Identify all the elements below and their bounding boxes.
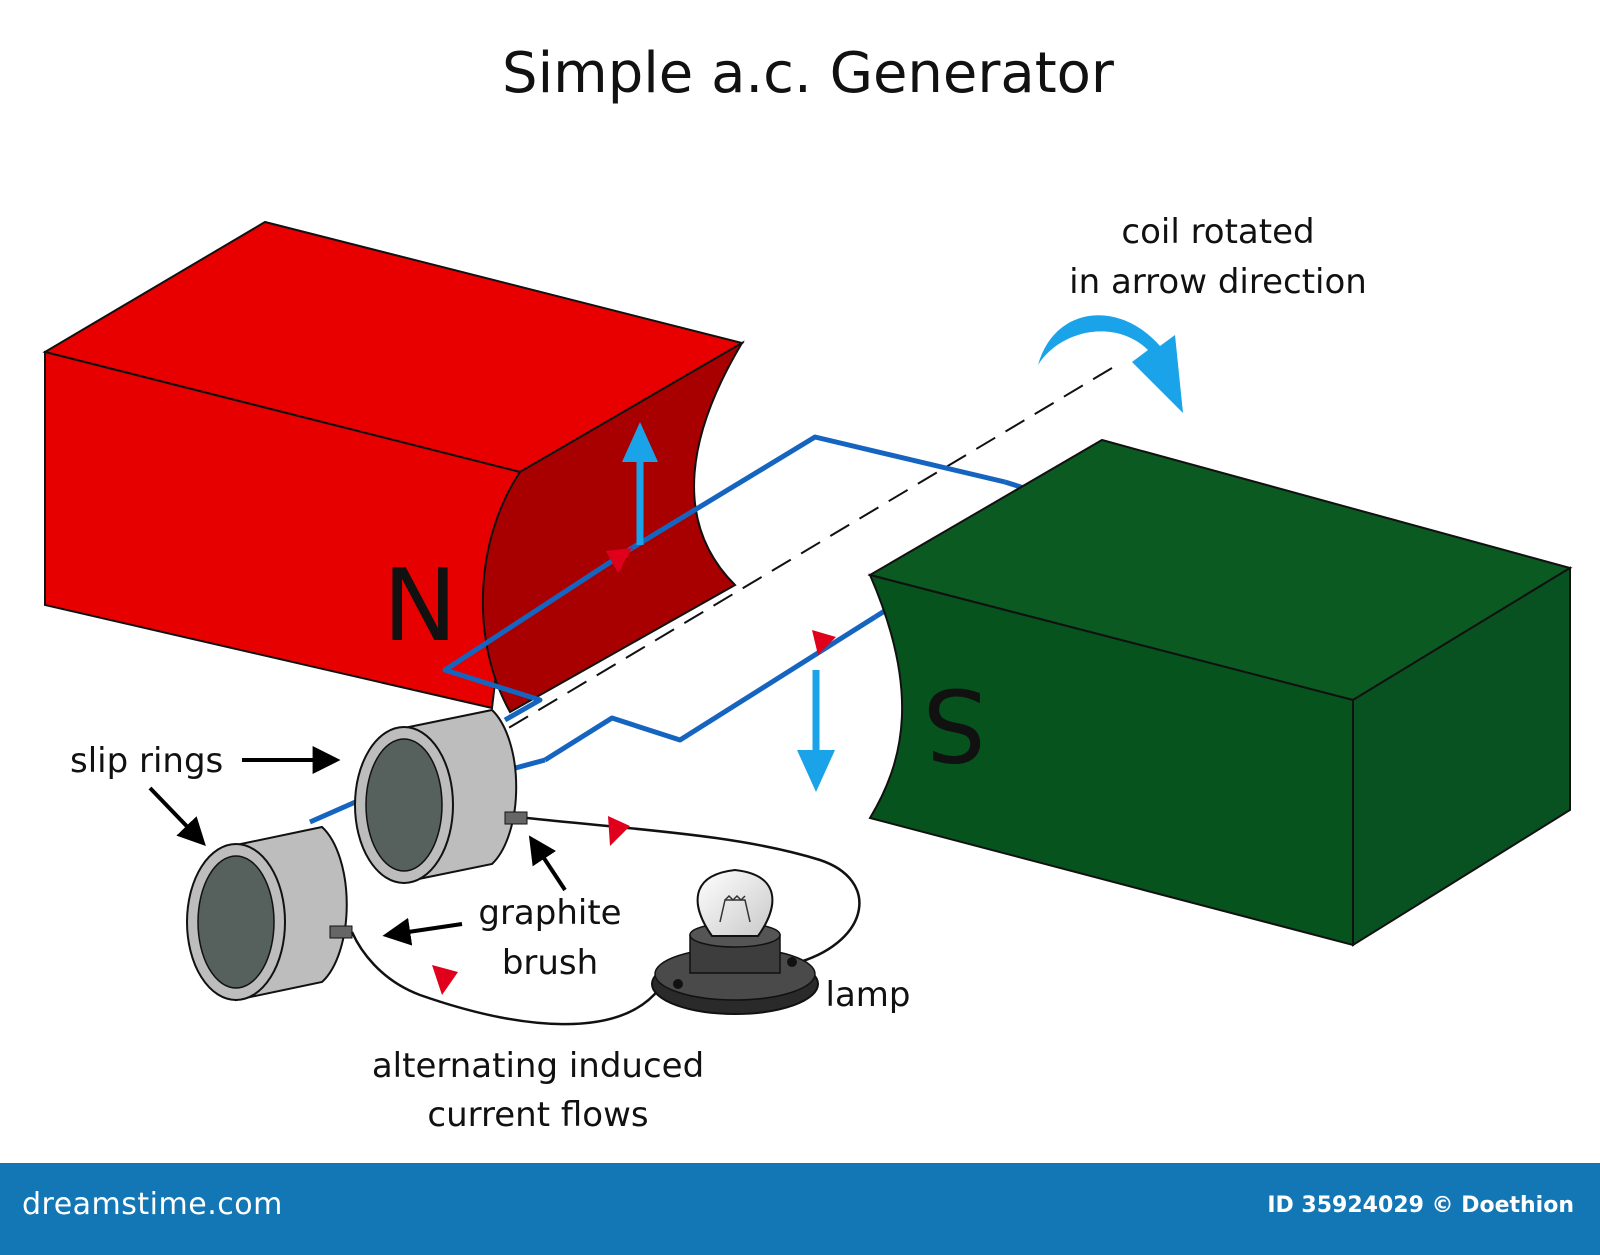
south-magnet-pole-face (868, 573, 1354, 947)
page-title: Simple a.c. Generator (502, 41, 1115, 106)
current-label-line2: current flows (427, 1095, 648, 1135)
slip-rings-label: slip rings (70, 741, 223, 781)
ac-generator-diagram: Simple a.c. Generator N S coil rotated i… (42, 41, 1573, 1135)
coil-left-side (442, 545, 634, 723)
circuit-current-arrow-1 (608, 816, 630, 846)
graphite-brush-back (504, 811, 528, 825)
coil-right-side (543, 614, 877, 763)
graphite-brush-pointer-front (382, 917, 463, 946)
coil-current-arrow-2 (812, 630, 836, 655)
lamp-label: lamp (826, 975, 911, 1015)
current-label-line1: alternating induced (372, 1046, 704, 1086)
slip-rings-pointer-front (148, 786, 206, 847)
coil-current-arrow-1 (606, 548, 632, 573)
south-magnet: S (867, 438, 1573, 947)
footer-image-id: ID 35924029 © Doethion (1267, 1193, 1574, 1218)
rotation-label-line2: in arrow direction (1069, 262, 1367, 302)
lamp (651, 868, 819, 1015)
coil-loop (630, 434, 1006, 551)
coil-lead-to-front-ring (308, 797, 362, 825)
rotation-axis (474, 367, 1113, 749)
force-arrow-up (622, 422, 658, 545)
footer-bar: dreamstime.com ID 35924029 © Doethion (0, 1163, 1600, 1255)
north-magnet-front (44, 350, 522, 710)
footer-brand[interactable]: dreamstime.com (22, 1187, 283, 1222)
slip-ring-back (354, 708, 528, 884)
graphite-brush-front (329, 925, 353, 939)
graphite-brush-pointer-back (528, 835, 567, 892)
north-magnet-pole-face (481, 340, 745, 714)
force-arrow-down (797, 670, 835, 792)
slip-ring-front (186, 825, 353, 1002)
circuit-current-arrow-2 (432, 965, 458, 995)
north-magnet: N (42, 220, 745, 714)
north-pole-label: N (383, 547, 458, 664)
graphite-brush-label-line1: graphite (478, 893, 621, 933)
south-pole-label: S (923, 666, 986, 783)
rotation-label-line1: coil rotated (1121, 212, 1314, 252)
graphite-brush-label-line2: brush (502, 943, 598, 983)
rotation-arrow (1038, 315, 1183, 413)
